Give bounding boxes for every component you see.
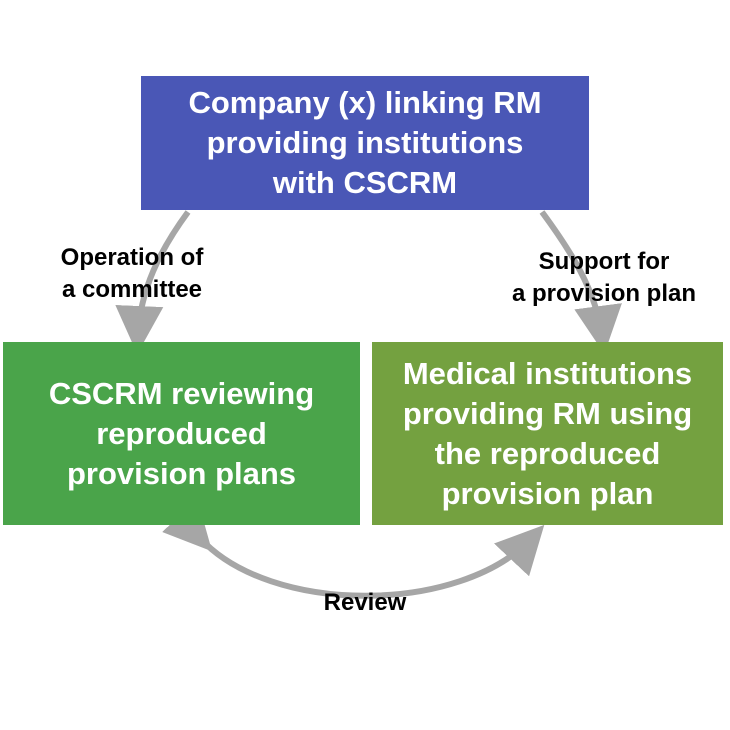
arrow-top-to-right	[539, 210, 622, 354]
support-label-line-1: Support for	[538, 248, 670, 275]
arrow-review-bidirectional	[162, 499, 545, 599]
company-box-line-3: with CSCRM	[272, 165, 458, 200]
cscrm-box-line-3: provision plans	[66, 455, 297, 491]
cscrm-box-line-2: reproduced	[96, 415, 267, 451]
medical-institutions-box: Medical institutions providing RM using …	[372, 342, 723, 525]
operation-label-line-1: Operation of	[60, 244, 204, 271]
medical-box-line-1: Medical institutions	[402, 355, 693, 391]
medical-box-line-4: provision plan	[441, 475, 654, 511]
company-box-line-2: providing institutions	[206, 125, 524, 160]
medical-box-line-2: providing RM using	[402, 395, 693, 431]
support-label: Support for a provision plan	[486, 246, 722, 310]
support-label-line-2: a provision plan	[511, 280, 697, 307]
operation-label-line-2: a committee	[61, 276, 203, 303]
medical-box-line-3: the reproduced	[434, 435, 661, 471]
review-label-text: Review	[323, 589, 407, 616]
company-box-line-1: Company (x) linking RM	[188, 85, 542, 120]
arrow-top-to-left	[115, 210, 191, 354]
operation-label: Operation of a committee	[24, 242, 240, 306]
company-box: Company (x) linking RM providing institu…	[141, 76, 589, 210]
cscrm-box-line-1: CSCRM reviewing	[48, 375, 315, 411]
cscrm-box: CSCRM reviewing reproduced provision pla…	[3, 342, 360, 525]
review-label: Review	[300, 587, 430, 619]
